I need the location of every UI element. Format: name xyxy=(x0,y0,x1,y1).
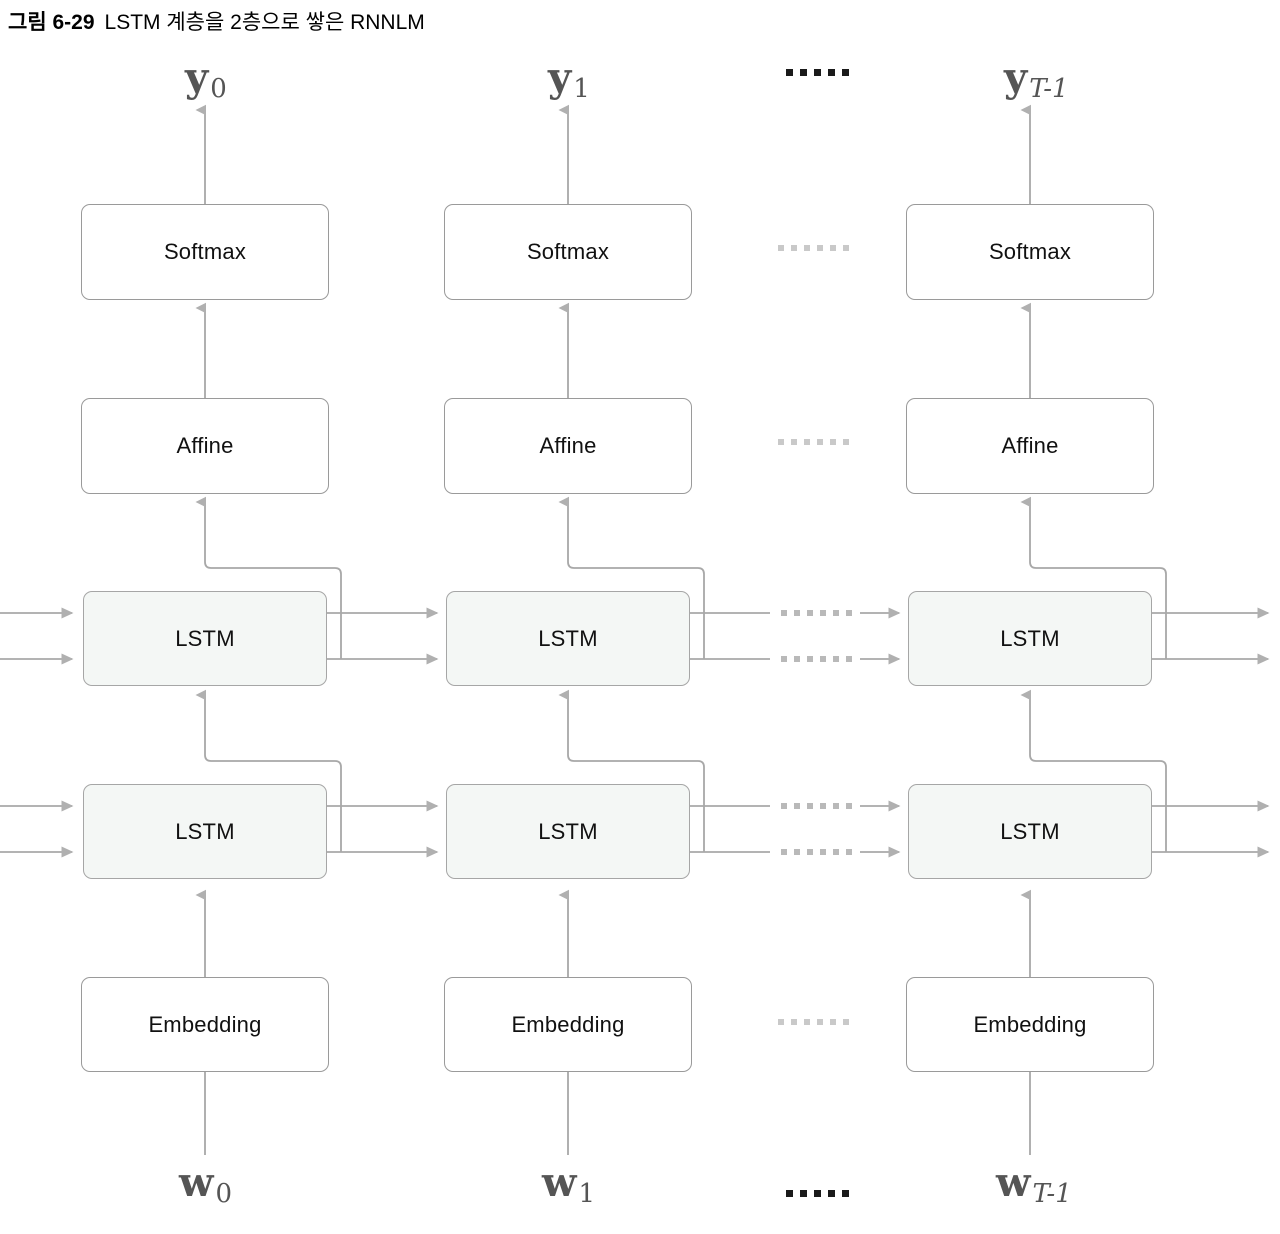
output-label-t0: y0 xyxy=(185,58,227,102)
box-softmax-t1[interactable]: Softmax xyxy=(444,204,692,300)
ellipsis-lstm-lower-h xyxy=(781,803,852,809)
box-lstm-lower-t0[interactable]: LSTM xyxy=(83,784,327,879)
ellipsis-lstm-upper-h xyxy=(781,610,852,616)
box-affine-t1[interactable]: Affine xyxy=(444,398,692,494)
box-softmax-tlast[interactable]: Softmax xyxy=(906,204,1154,300)
output-label-tlast: yT-1 xyxy=(1004,58,1069,102)
box-label: LSTM xyxy=(175,818,235,844)
input-subscript: 0 xyxy=(215,1178,232,1209)
output-subscript: T-1 xyxy=(1029,73,1069,104)
input-label-tlast: wT-1 xyxy=(996,1163,1072,1207)
ellipsis-lstm-lower-c xyxy=(781,849,852,855)
box-label: Softmax xyxy=(988,239,1072,264)
box-lstm-upper-tlast[interactable]: LSTM xyxy=(908,591,1152,686)
box-softmax-t0[interactable]: Softmax xyxy=(81,204,329,300)
input-symbol: w xyxy=(542,1159,577,1206)
input-symbol: w xyxy=(996,1159,1031,1206)
ellipsis-lstm-upper-c xyxy=(781,656,852,662)
input-subscript: T-1 xyxy=(1032,1178,1072,1209)
output-symbol: y xyxy=(548,54,572,101)
ellipsis-embedding-row xyxy=(778,1019,849,1025)
figure-caption: LSTM 계층을 2층으로 쌓은 RNNLM xyxy=(104,11,425,34)
box-lstm-upper-t1[interactable]: LSTM xyxy=(446,591,690,686)
box-embedding-tlast[interactable]: Embedding xyxy=(906,977,1154,1072)
box-label: LSTM xyxy=(538,625,598,651)
box-label: Embedding xyxy=(511,1011,625,1037)
input-symbol: w xyxy=(179,1159,214,1206)
output-subscript: 1 xyxy=(573,73,590,104)
ellipsis-softmax-row xyxy=(778,245,849,251)
box-label: LSTM xyxy=(1000,625,1060,651)
figure-title: 그림 6-29 LSTM 계층을 2층으로 쌓은 RNNLM xyxy=(8,8,908,38)
box-lstm-lower-t1[interactable]: LSTM xyxy=(446,784,690,879)
box-label: Softmax xyxy=(526,239,610,264)
box-label: Affine xyxy=(539,433,597,458)
box-embedding-t1[interactable]: Embedding xyxy=(444,977,692,1072)
output-symbol: y xyxy=(185,54,209,101)
box-label: LSTM xyxy=(1000,818,1060,844)
box-label: LSTM xyxy=(538,818,598,844)
box-affine-tlast[interactable]: Affine xyxy=(906,398,1154,494)
output-symbol: y xyxy=(1004,54,1028,101)
box-label: Embedding xyxy=(973,1011,1087,1037)
ellipsis-affine-row xyxy=(778,439,849,445)
input-label-t0: w0 xyxy=(179,1163,232,1207)
box-lstm-lower-tlast[interactable]: LSTM xyxy=(908,784,1152,879)
box-label: Embedding xyxy=(148,1011,262,1037)
box-label: Affine xyxy=(1001,433,1059,458)
box-label: Affine xyxy=(176,433,234,458)
output-subscript: 0 xyxy=(210,73,227,104)
ellipsis-input-row xyxy=(786,1190,849,1197)
box-affine-t0[interactable]: Affine xyxy=(81,398,329,494)
input-subscript: 1 xyxy=(578,1178,595,1209)
output-label-t1: y1 xyxy=(548,58,590,102)
box-embedding-t0[interactable]: Embedding xyxy=(81,977,329,1072)
input-label-t1: w1 xyxy=(542,1163,595,1207)
box-label: LSTM xyxy=(175,625,235,651)
figure-number: 그림 6-29 xyxy=(8,11,95,34)
box-lstm-upper-t0[interactable]: LSTM xyxy=(83,591,327,686)
ellipsis-output-row xyxy=(786,69,849,76)
box-label: Softmax xyxy=(163,239,247,264)
